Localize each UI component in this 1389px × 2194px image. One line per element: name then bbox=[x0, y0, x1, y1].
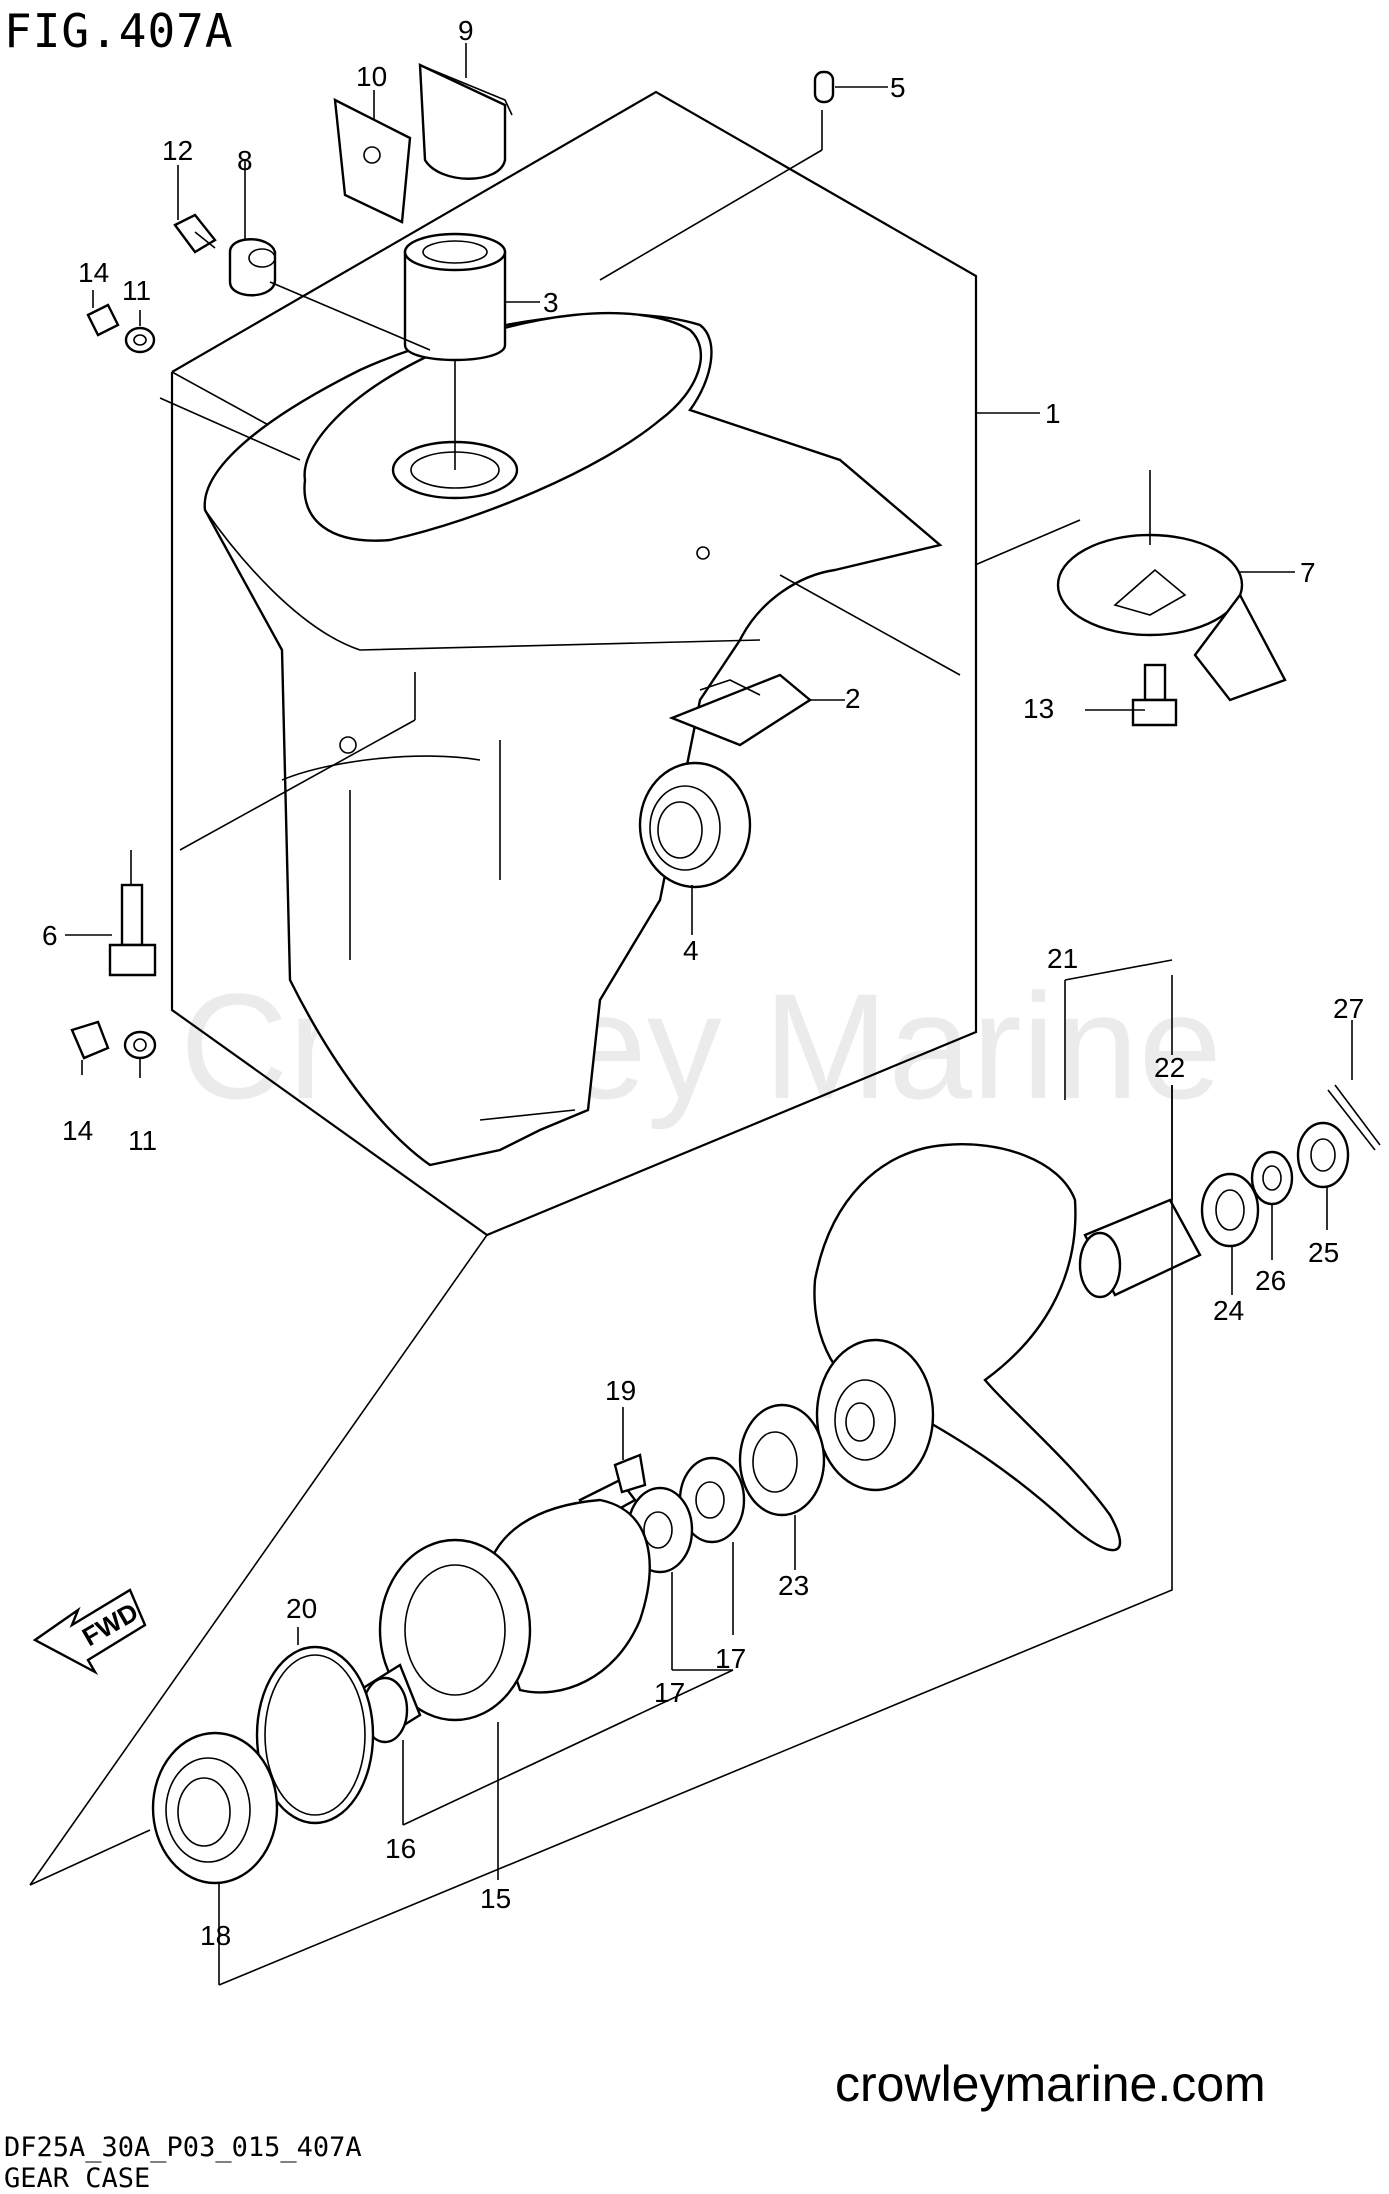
callout-5: 5 bbox=[890, 72, 906, 103]
propeller[interactable] bbox=[813, 1143, 1122, 1552]
bearing-housing[interactable] bbox=[378, 1498, 651, 1722]
callout-27: 27 bbox=[1333, 993, 1364, 1024]
oil-seal-17a[interactable] bbox=[678, 1456, 746, 1544]
callout-17-right: 17 bbox=[715, 1643, 746, 1674]
ball-bearing-4[interactable] bbox=[638, 761, 752, 889]
callout-18: 18 bbox=[200, 1920, 231, 1951]
callout-3: 3 bbox=[543, 287, 559, 318]
cotter-pin[interactable] bbox=[1327, 1084, 1381, 1151]
o-ring[interactable] bbox=[255, 1645, 375, 1825]
dowel-pin[interactable] bbox=[813, 70, 835, 104]
callout-22: 22 bbox=[1154, 1052, 1185, 1083]
callout-13: 13 bbox=[1023, 693, 1054, 724]
callout-14-upper: 14 bbox=[78, 257, 109, 288]
exploded-axis-lines bbox=[29, 110, 1151, 1886]
needle-bearing[interactable] bbox=[358, 1663, 422, 1744]
callout-16: 16 bbox=[385, 1833, 416, 1864]
figure-number: FIG.407A bbox=[4, 4, 234, 58]
callout-19: 19 bbox=[605, 1375, 636, 1406]
bolt-12[interactable] bbox=[173, 213, 217, 254]
gear-case-housing[interactable] bbox=[203, 311, 943, 1167]
model-code: DF25A_30A_P03_015_407A bbox=[4, 2132, 362, 2163]
water-inlet-cap[interactable] bbox=[418, 63, 513, 180]
drain-plug-upper[interactable] bbox=[86, 303, 120, 337]
callout-21: 21 bbox=[1047, 943, 1078, 974]
figure-caption: GEAR CASE bbox=[4, 2163, 151, 2194]
ball-bearing-18[interactable] bbox=[151, 1731, 279, 1885]
callout-24: 24 bbox=[1213, 1295, 1244, 1326]
leader-lines bbox=[65, 43, 1353, 1986]
callout-4: 4 bbox=[683, 935, 699, 966]
drain-plug-lower[interactable] bbox=[70, 1020, 110, 1060]
thrust-bushing-23[interactable] bbox=[738, 1403, 826, 1517]
thrust-washer-24[interactable] bbox=[1200, 1172, 1260, 1248]
callout-9: 9 bbox=[458, 15, 474, 46]
callout-23: 23 bbox=[778, 1570, 809, 1601]
callout-11-upper: 11 bbox=[122, 275, 151, 306]
website-link[interactable]: crowleymarine.com bbox=[835, 2056, 1266, 2112]
cover-plate[interactable] bbox=[333, 97, 412, 224]
fwd-arrow-icon bbox=[32, 1588, 147, 1676]
anti-cavitation-plate[interactable] bbox=[1056, 533, 1287, 702]
washer-lower[interactable] bbox=[123, 1030, 157, 1060]
callout-25: 25 bbox=[1308, 1237, 1339, 1268]
grommet[interactable] bbox=[228, 238, 277, 297]
callout-11-lower: 11 bbox=[128, 1125, 157, 1156]
callout-2: 2 bbox=[845, 683, 861, 714]
bolt-13[interactable] bbox=[1131, 663, 1178, 727]
callout-8: 8 bbox=[237, 145, 253, 176]
callout-10: 10 bbox=[356, 61, 387, 92]
propeller-nut[interactable] bbox=[1296, 1121, 1350, 1189]
propeller-spacer[interactable] bbox=[1078, 1198, 1202, 1299]
callout-12: 12 bbox=[162, 135, 193, 166]
callout-17-left: 17 bbox=[654, 1677, 685, 1708]
driveshaft-bushing[interactable] bbox=[403, 232, 507, 362]
bolt-6[interactable] bbox=[108, 883, 157, 977]
callout-7: 7 bbox=[1300, 557, 1316, 588]
callout-20: 20 bbox=[286, 1593, 317, 1624]
callout-14-lower: 14 bbox=[62, 1115, 93, 1146]
washer-upper[interactable] bbox=[124, 326, 156, 354]
washer-26[interactable] bbox=[1250, 1150, 1294, 1206]
callout-1: 1 bbox=[1045, 398, 1061, 429]
callout-6: 6 bbox=[42, 920, 58, 951]
callout-26: 26 bbox=[1255, 1265, 1286, 1296]
callout-15: 15 bbox=[480, 1883, 511, 1914]
